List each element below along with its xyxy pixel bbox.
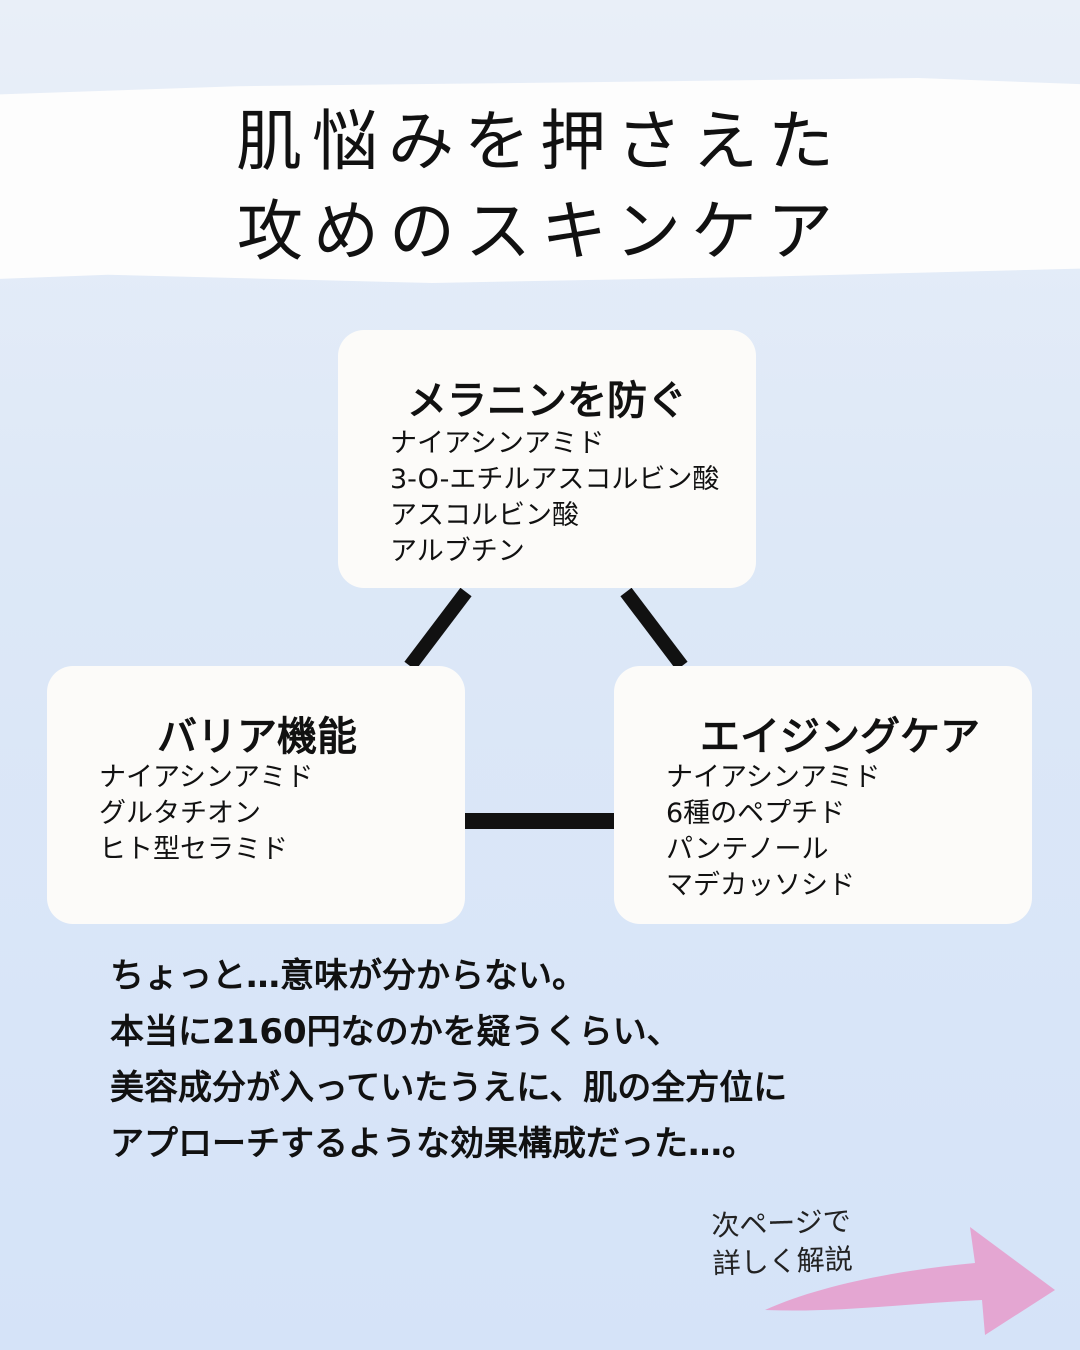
card-melanin: メラニンを防ぐ ナイアシンアミド 3-O-エチルアスコルビン酸 アスコルビン酸 … xyxy=(338,330,756,588)
card-barrier: バリア機能 ナイアシンアミド グルタチオン ヒト型セラミド xyxy=(47,666,465,924)
body-line: アプローチするような効果構成だった…。 xyxy=(110,1124,756,1164)
list-item: ナイアシンアミド xyxy=(390,428,605,459)
list-item: 3-O-エチルアスコルビン酸 xyxy=(390,464,720,495)
card-melanin-list: ナイアシンアミド 3-O-エチルアスコルビン酸 アスコルビン酸 アルブチン xyxy=(390,426,719,570)
body-line: 美容成分が入っていたうえに、肌の全方位に xyxy=(110,1068,788,1108)
list-item: ナイアシンアミド xyxy=(99,762,314,793)
next-page-label[interactable]: 次ページで 詳しく解説 xyxy=(711,1203,854,1284)
list-item: ヒト型セラミド xyxy=(99,834,288,865)
page-title-line1: 肌悩みを押さえた xyxy=(236,103,844,180)
card-aging-title: エイジングケア xyxy=(700,714,980,760)
card-barrier-list: ナイアシンアミド グルタチオン ヒト型セラミド xyxy=(99,760,313,868)
list-item: パンテノール xyxy=(666,834,829,865)
list-item: アルブチン xyxy=(390,536,525,567)
body-line: 本当に2160円なのかを疑うくらい、 xyxy=(110,1012,681,1052)
connector-top-right xyxy=(620,587,688,671)
title-banner xyxy=(0,78,1080,283)
next-page-line2: 詳しく解説 xyxy=(712,1242,854,1281)
page-title-line2: 攻めのスキンケア xyxy=(236,193,844,270)
list-item: 6種のペプチド xyxy=(666,798,846,829)
body-text: ちょっと…意味が分からない。 本当に2160円なのかを疑うくらい、 美容成分が入… xyxy=(110,948,787,1172)
card-melanin-title: メラニンを防ぐ xyxy=(407,378,687,424)
arrow-right-icon[interactable] xyxy=(760,1215,1060,1340)
card-aging: エイジングケア ナイアシンアミド 6種のペプチド パンテノール マデカッソシド xyxy=(614,666,1032,924)
card-aging-list: ナイアシンアミド 6種のペプチド パンテノール マデカッソシド xyxy=(666,760,880,904)
connector-top-left xyxy=(404,587,472,671)
list-item: ナイアシンアミド xyxy=(666,762,881,793)
body-line: ちょっと…意味が分からない。 xyxy=(110,956,586,996)
next-page-line1: 次ページで xyxy=(710,1204,852,1243)
list-item: マデカッソシド xyxy=(666,870,855,901)
list-item: アスコルビン酸 xyxy=(390,500,579,531)
list-item: グルタチオン xyxy=(99,798,261,829)
card-barrier-title: バリア機能 xyxy=(157,714,357,760)
